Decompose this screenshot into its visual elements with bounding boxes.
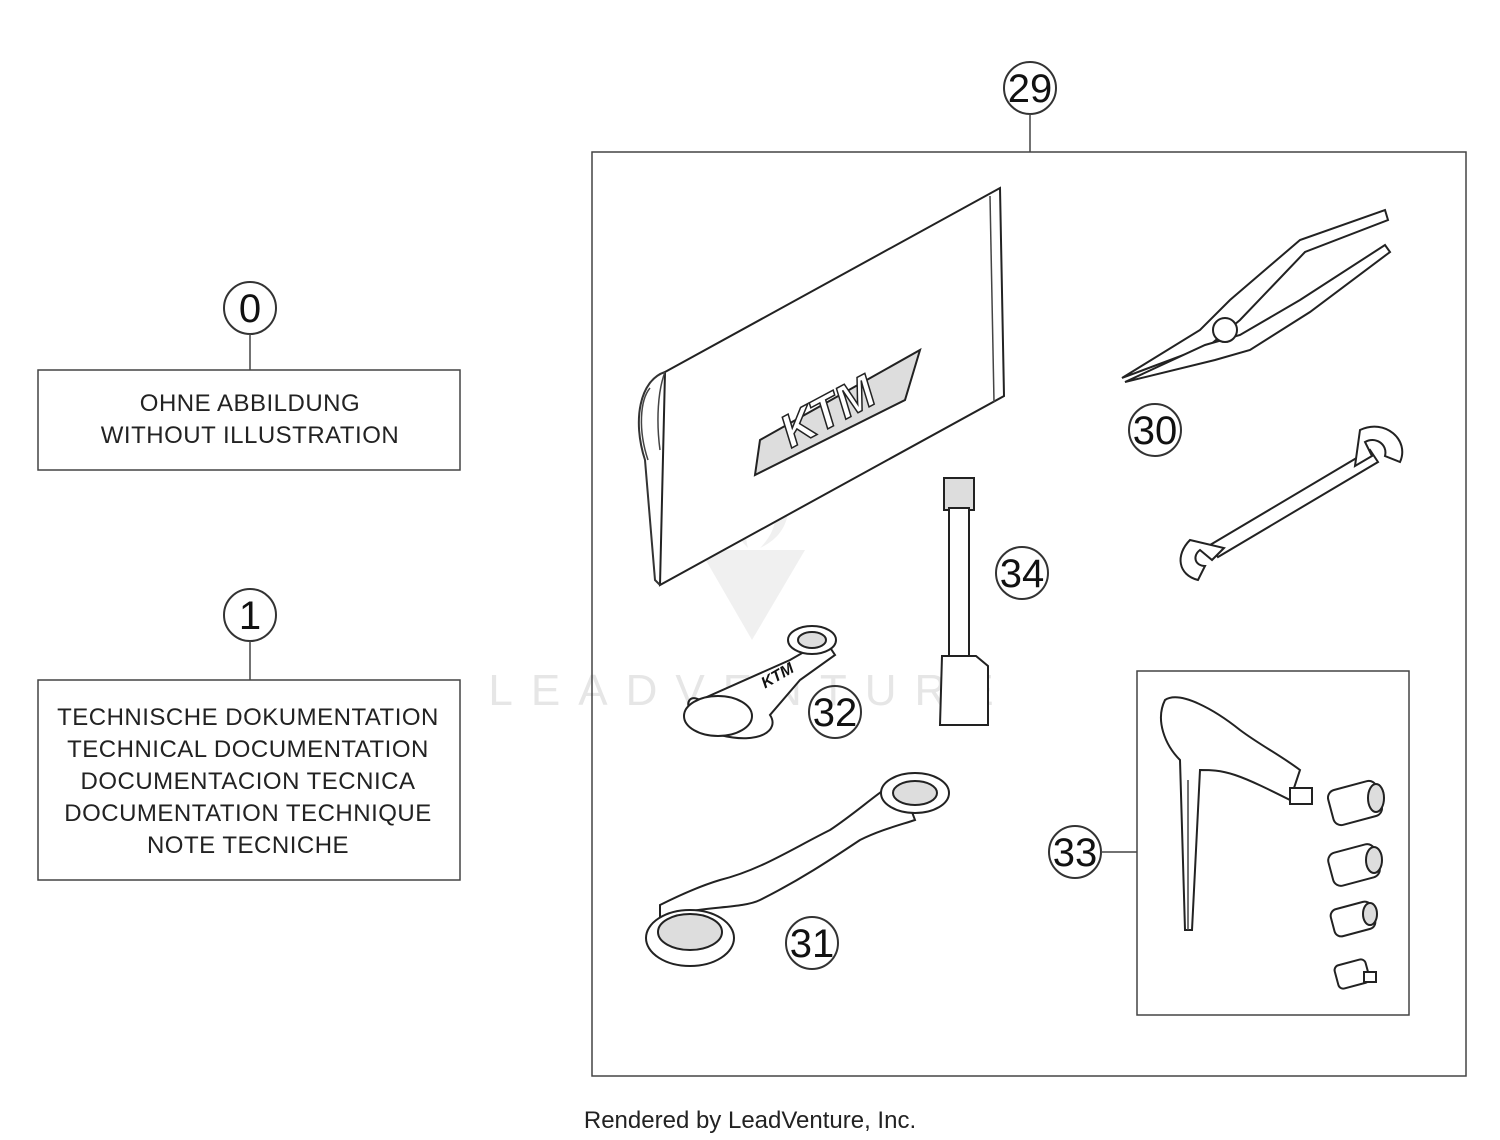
box1-line-2: DOCUMENTACION TECNICA [81,768,416,795]
t-handle-set-box [1136,670,1410,1016]
ring-wrench-icon-large[interactable] [645,772,950,967]
box-without-illustration: OHNE ABBILDUNG WITHOUT ILLUSTRATION [37,369,461,471]
credit-text: Rendered by LeadVenture, Inc. [584,1107,916,1134]
tool-pouch-icon[interactable]: KTM [637,186,1006,587]
box1-line-0: TECHNISCHE DOKUMENTATION [57,704,439,731]
socket-icon-4[interactable] [1333,958,1377,990]
callout-29[interactable]: 29 [1003,61,1057,115]
socket-icon-1[interactable] [1326,779,1385,827]
callout-32[interactable]: 32 [808,685,862,739]
callout-34[interactable]: 34 [995,546,1049,600]
callout-0-label: 0 [239,287,261,331]
callout-0[interactable]: 0 [223,281,277,335]
callout-34-label: 34 [1000,552,1045,596]
callout-31[interactable]: 31 [785,916,839,970]
callout-32-label: 32 [813,691,858,735]
callout-30[interactable]: 30 [1128,403,1182,457]
ring-wrench-icon-small[interactable]: KTM [683,625,837,740]
box1-line-3: DOCUMENTATION TECHNIQUE [64,800,432,827]
callout-30-label: 30 [1133,409,1178,453]
socket-extension-icon[interactable] [938,477,989,726]
callout-33-label: 33 [1053,831,1098,875]
box0-line-1: WITHOUT ILLUSTRATION [101,422,399,449]
callout-29-label: 29 [1008,67,1053,111]
tool-kit-frame [591,151,1467,1077]
box0-line-0: OHNE ABBILDUNG [140,390,360,417]
open-end-wrench-icon[interactable] [1179,425,1404,582]
callout-1-label: 1 [239,594,261,638]
callout-1[interactable]: 1 [223,588,277,642]
callout-33[interactable]: 33 [1048,825,1102,879]
callout-31-label: 31 [790,922,835,966]
box1-line-1: TECHNICAL DOCUMENTATION [67,736,429,763]
t-handle-driver-icon[interactable] [1160,696,1313,931]
box-technical-documentation: TECHNISCHE DOKUMENTATION TECHNICAL DOCUM… [37,679,461,881]
socket-icon-2[interactable] [1326,842,1383,887]
socket-icon-3[interactable] [1329,900,1378,938]
pliers-icon[interactable] [1121,208,1392,383]
box1-line-4: NOTE TECNICHE [147,832,349,859]
